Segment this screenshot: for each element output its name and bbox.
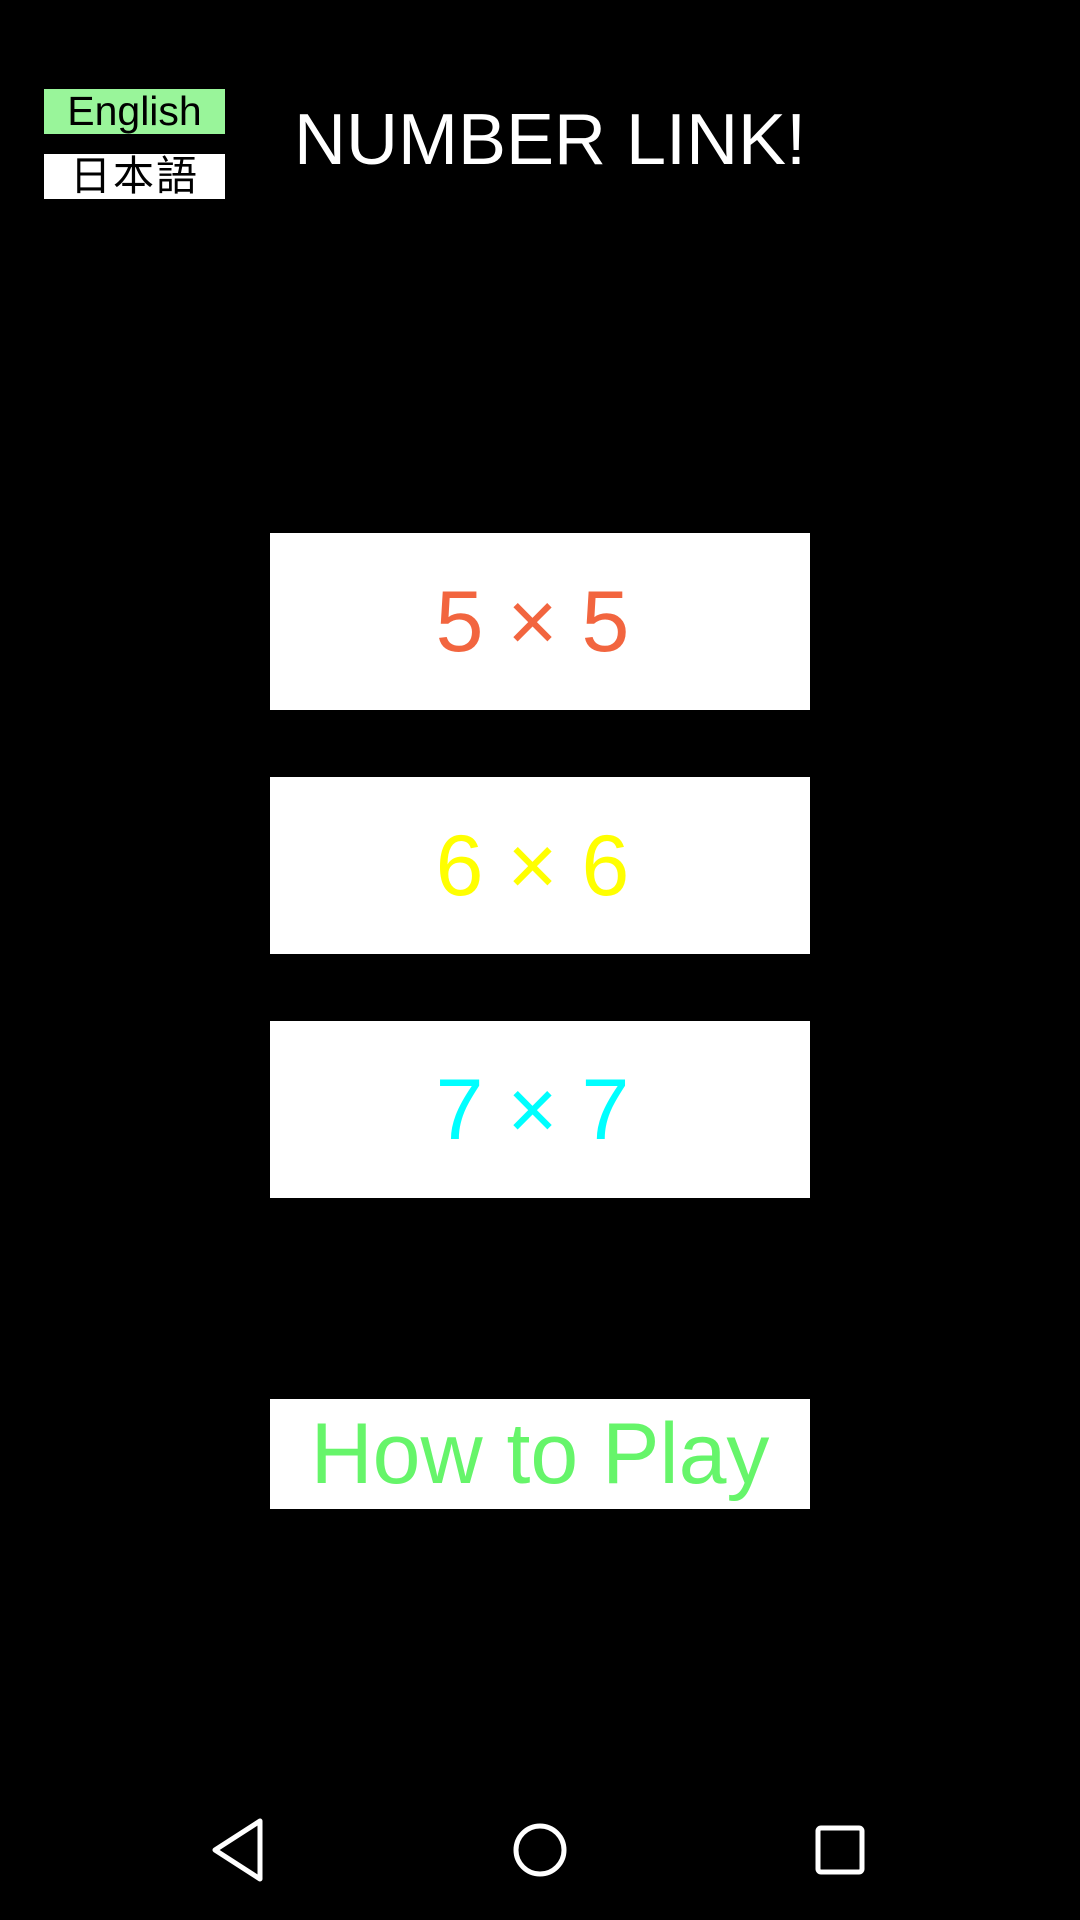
home-button[interactable]	[480, 1790, 600, 1910]
grid-6x6-button[interactable]: 6 × 6	[270, 777, 810, 954]
back-button[interactable]	[180, 1790, 300, 1910]
recents-button[interactable]	[780, 1790, 900, 1910]
back-icon	[212, 1818, 263, 1882]
home-icon	[513, 1823, 567, 1877]
grid-6x6-label: 6 × 6	[435, 817, 630, 914]
how-to-play-label: How to Play	[310, 1406, 770, 1502]
japanese-language-button[interactable]: 日本語	[44, 154, 225, 199]
grid-5x5-label: 5 × 5	[435, 573, 630, 670]
app-title: NUMBER LINK!	[294, 100, 807, 180]
grid-5x5-button[interactable]: 5 × 5	[270, 533, 810, 710]
english-language-button[interactable]: English	[44, 89, 225, 134]
grid-7x7-label: 7 × 7	[435, 1061, 630, 1158]
how-to-play-button[interactable]: How to Play	[270, 1399, 810, 1509]
grid-7x7-button[interactable]: 7 × 7	[270, 1021, 810, 1198]
recents-icon	[815, 1825, 865, 1875]
system-navigation-bar	[0, 1775, 1080, 1920]
